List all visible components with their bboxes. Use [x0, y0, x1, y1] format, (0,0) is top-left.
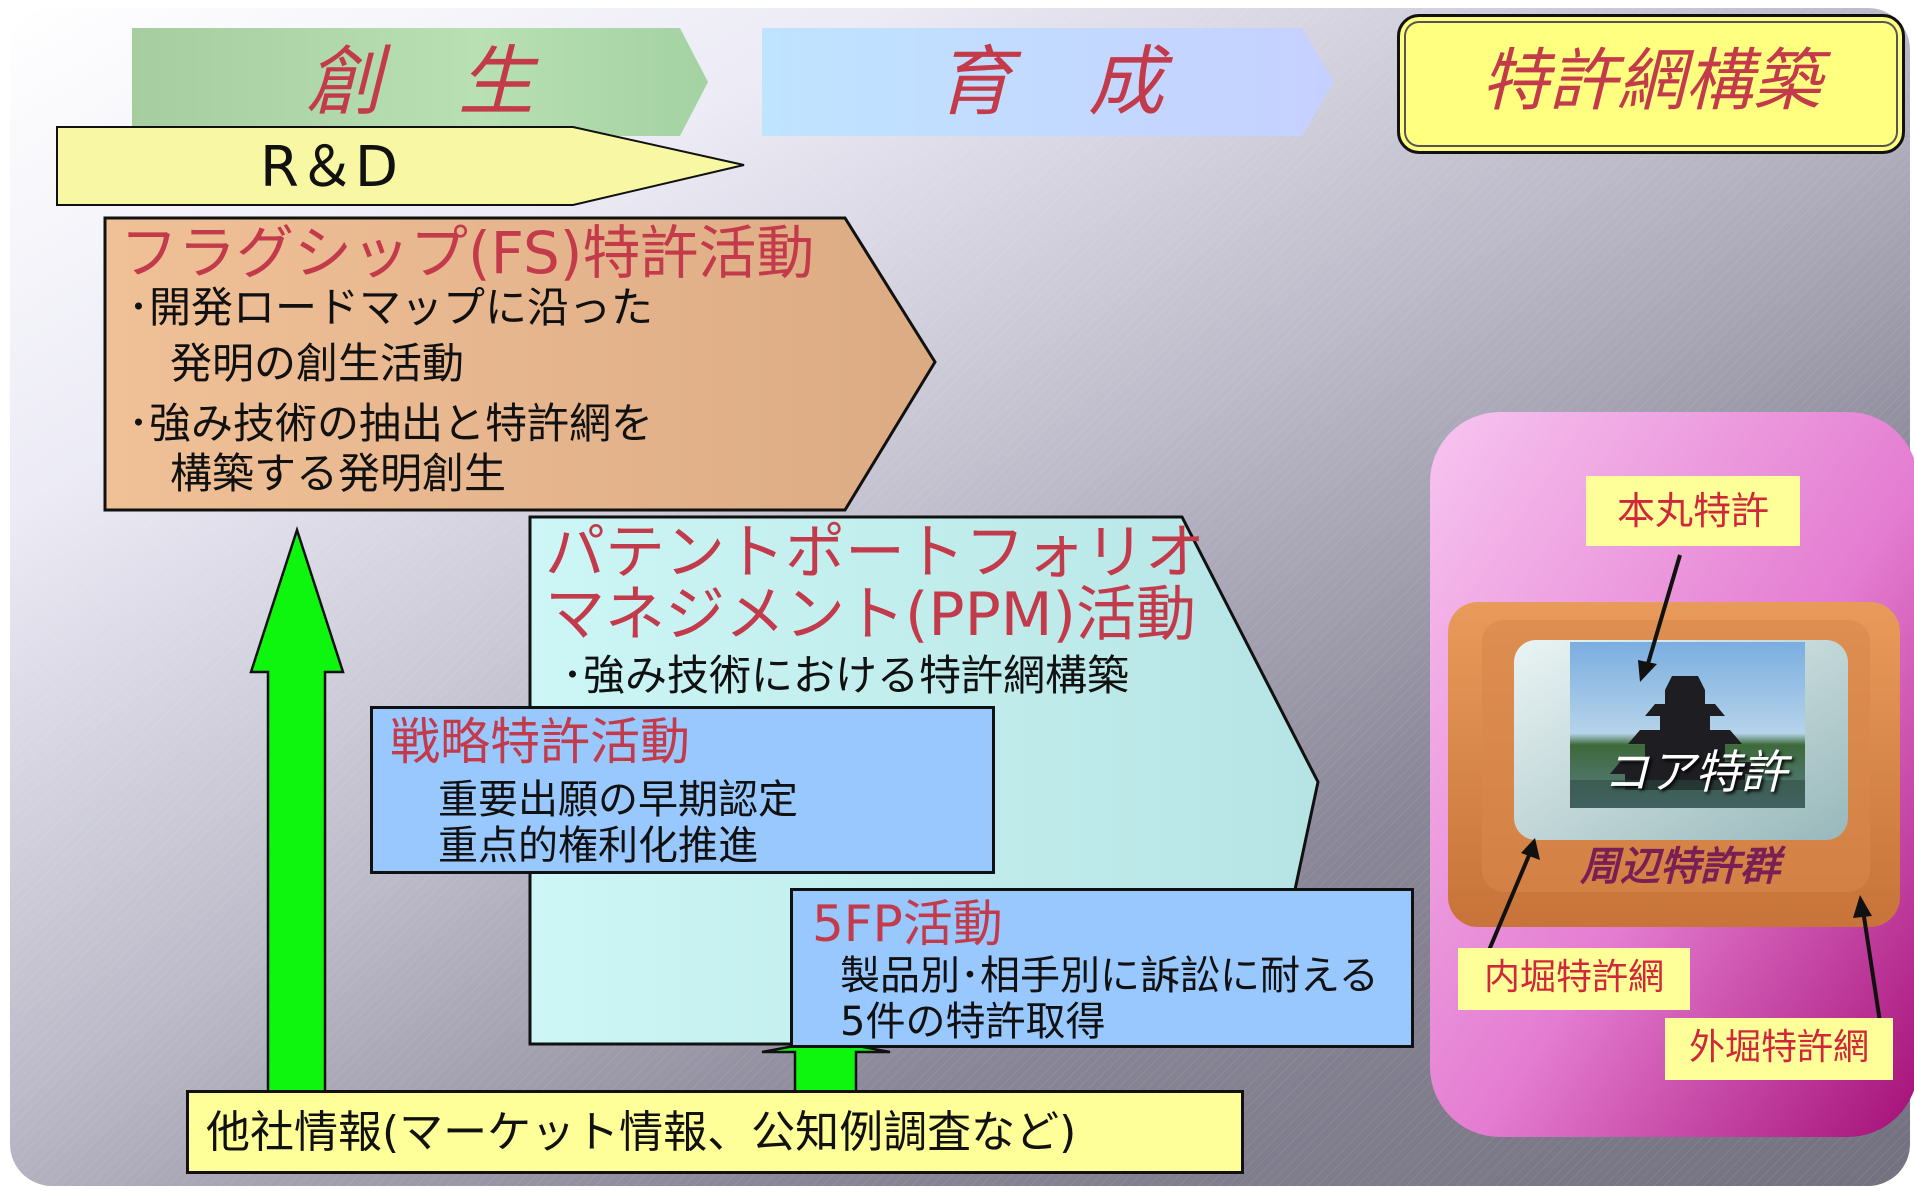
inner-moat-pointer [1485, 852, 1532, 956]
up-arrow-large [249, 525, 345, 1094]
honmaru-label: 本丸特許 [1616, 489, 1769, 533]
five-fp-box [790, 888, 1414, 1048]
phase-creation-arrow [132, 28, 708, 136]
external-info-label: 他社情報(マーケット情報、公知例調査など) [206, 1107, 1077, 1158]
fs-activity-line2: 発明の創生活動 [128, 339, 465, 388]
strategic-patent-box [370, 706, 995, 874]
strategic-patent-line2: 重点的権利化推進 [438, 823, 758, 869]
rd-arrow [56, 126, 745, 206]
outer-moat-pointer [1861, 909, 1882, 1023]
five-fp-line2: 5件の特許取得 [840, 999, 1106, 1045]
fs-activity-title: フラグシップ(FS)特許活動 [120, 219, 815, 287]
core-patent-label: コア特許 [1603, 745, 1787, 799]
fs-activity-line4: 構築する発明創生 [128, 449, 507, 498]
five-fp-title: 5FP活動 [812, 895, 1003, 953]
fs-activity-shape [103, 216, 937, 512]
fs-activity-line1: ･開発ロードマップに沿った [128, 283, 654, 332]
rd-label: R＆D [260, 135, 399, 200]
external-info-box [186, 1090, 1244, 1174]
inner-moat-label: 内堀特許網 [1483, 957, 1664, 998]
phase-growth-label: 育 成 [936, 37, 1164, 126]
patent-network-title-box [1397, 14, 1905, 154]
patent-network-title: 特許網構築 [1480, 42, 1821, 121]
strategic-patent-title: 戦略特許活動 [390, 713, 690, 771]
phase-growth-arrow [762, 28, 1334, 136]
ppm-activity-title-line2: マネジメント(PPM)活動 [545, 580, 1196, 650]
fs-activity-line3: ･強み技術の抽出と特許網を [128, 399, 654, 448]
ppm-activity-line1: ･強み技術における特許網構築 [562, 651, 1130, 700]
honmaru-label-box [1586, 476, 1800, 546]
honmaru-pointer [1645, 554, 1682, 668]
outer-moat-label-box [1665, 1018, 1893, 1080]
peripheral-patents-label: 周辺特許群 [1580, 843, 1780, 890]
inner-moat-label-box [1458, 948, 1690, 1010]
five-fp-line1: 製品別･相手別に訴訟に耐える [840, 953, 1379, 999]
strategic-patent-line1: 重要出願の早期認定 [438, 777, 798, 823]
outer-moat-label: 外堀特許網 [1688, 1027, 1869, 1068]
phase-creation-label: 創 生 [306, 37, 534, 126]
ppm-activity-title-line1: パテントポートフォリオ [545, 518, 1205, 588]
